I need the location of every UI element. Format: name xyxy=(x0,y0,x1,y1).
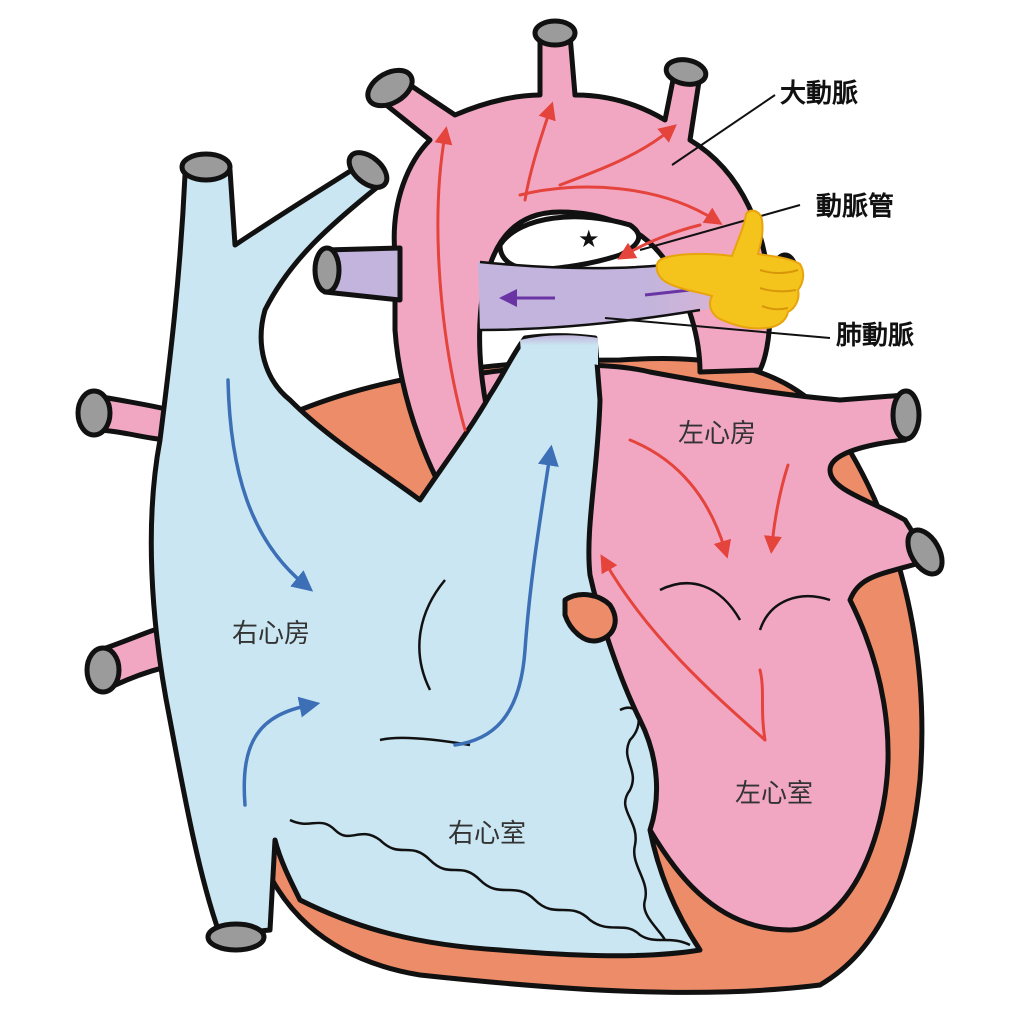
mitral-valve xyxy=(659,582,831,631)
blue-arrow xyxy=(226,378,314,592)
aortic-root xyxy=(562,592,618,644)
label-ductus: 動脈管 xyxy=(816,192,894,222)
vein-cap xyxy=(75,388,113,438)
svc-branch-cap xyxy=(346,150,390,190)
vein-cap xyxy=(890,388,922,442)
red-arrow xyxy=(617,223,702,260)
aorta-branch-cap xyxy=(365,67,415,109)
ivc-cap xyxy=(205,921,267,953)
label-left-ventricle: 左心室 xyxy=(735,779,813,809)
leader-aorta xyxy=(671,94,776,166)
label-right-atrium: 右心房 xyxy=(232,619,310,649)
red-arrow xyxy=(558,124,677,187)
vein-cap xyxy=(84,645,122,695)
svc-cap xyxy=(179,151,233,183)
label-pulmonary-artery: 肺動脈 xyxy=(836,321,914,351)
aorta-branch-cap xyxy=(663,57,709,87)
label-left-atrium: 左心房 xyxy=(678,419,756,449)
rv-trabeculae xyxy=(289,818,691,947)
leader-pulmonary xyxy=(604,317,831,339)
aorta-branch-cap xyxy=(532,18,578,48)
pointing-hand-icon xyxy=(655,209,805,330)
pa-cap-left xyxy=(312,245,342,295)
star-marker: ★ xyxy=(578,225,600,253)
red-arrow xyxy=(518,185,723,225)
red-arrow xyxy=(628,438,732,559)
red-arrow xyxy=(434,126,467,432)
leader-ductus xyxy=(639,204,801,251)
blue-arrow xyxy=(453,444,559,747)
blue-arrow xyxy=(242,696,321,807)
purple-arrow xyxy=(644,288,691,297)
red-arrow xyxy=(763,463,790,554)
label-right-ventricle: 右心室 xyxy=(448,819,526,849)
vein-cap xyxy=(905,527,945,577)
ductus-lumen xyxy=(497,214,642,273)
lv-trabeculae xyxy=(619,706,667,941)
red-arrow xyxy=(523,101,556,202)
label-aorta: 大動脈 xyxy=(780,79,858,109)
red-arrow xyxy=(605,562,767,742)
